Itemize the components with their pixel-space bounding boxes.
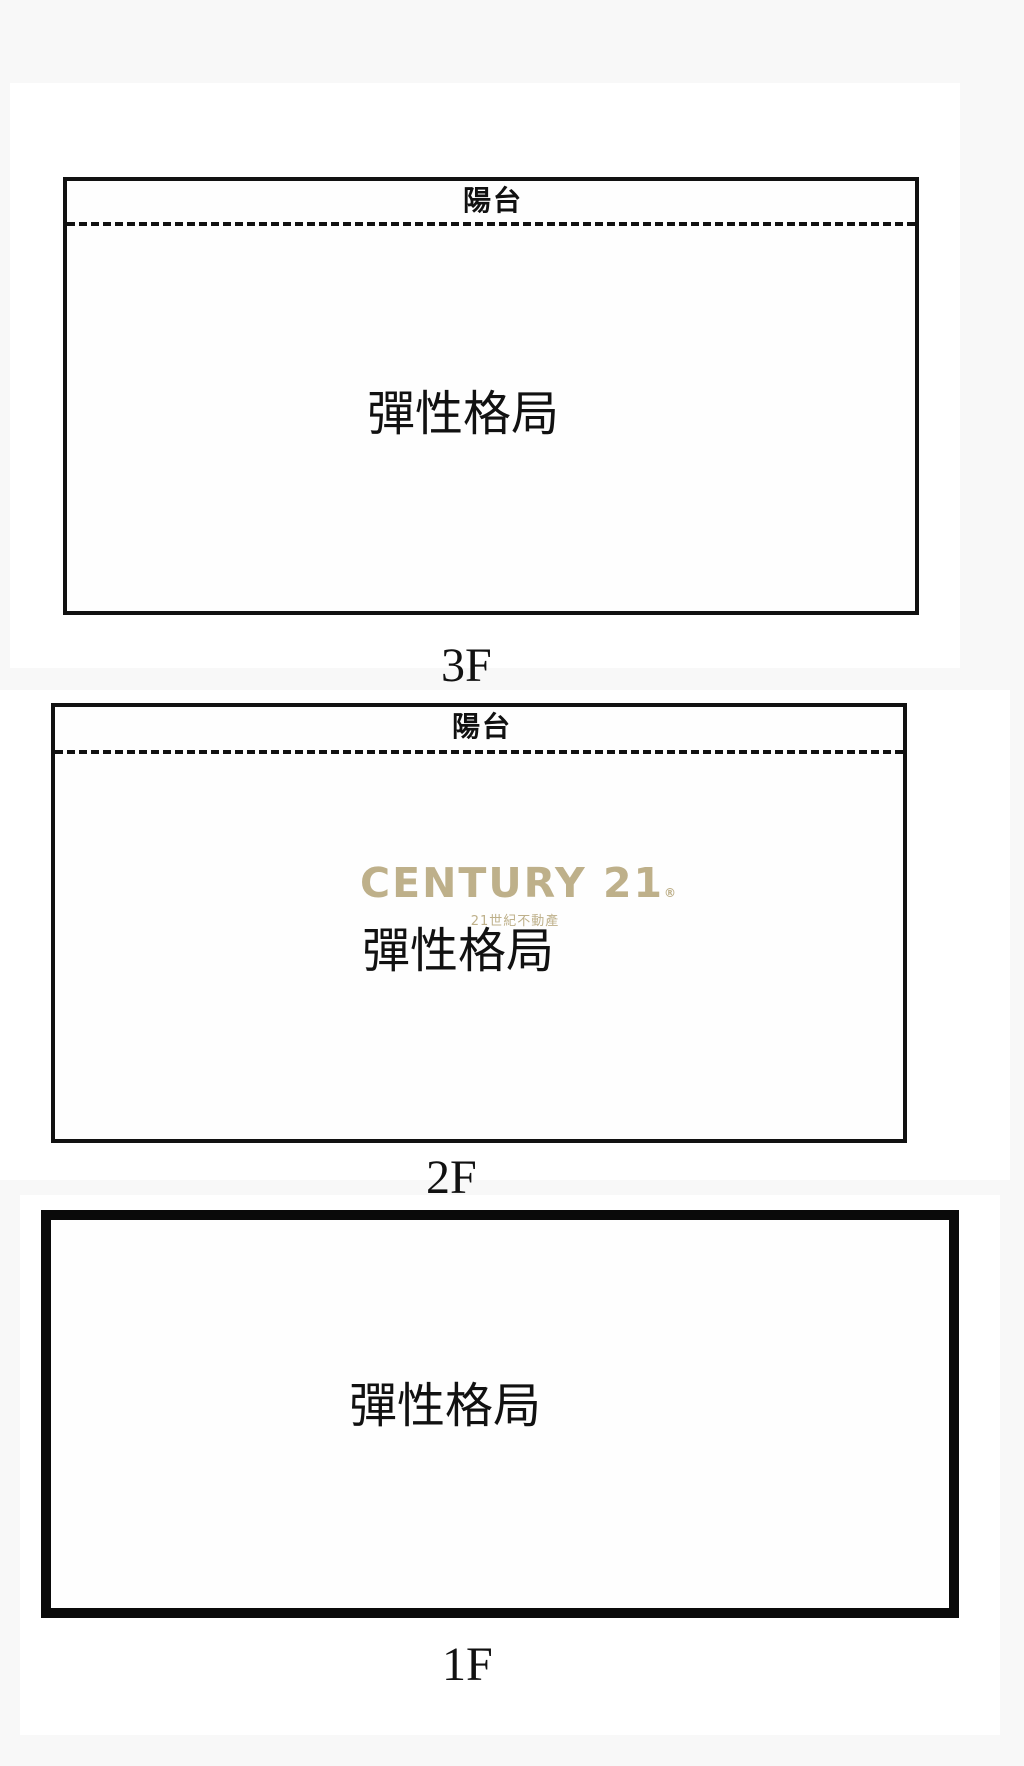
floor-label-3f: 3F (441, 639, 492, 692)
floor-plan-3f: 陽台 彈性格局 (63, 177, 919, 615)
balcony-divider-3f (67, 222, 915, 226)
balcony-divider-2f (55, 750, 903, 754)
layout-label-2f: 彈性格局 (362, 923, 555, 979)
balcony-label-3f: 陽台 (463, 184, 524, 217)
floor-label-2f: 2F (426, 1151, 477, 1204)
layout-label-1f: 彈性格局 (349, 1378, 542, 1434)
balcony-label-2f: 陽台 (452, 710, 513, 743)
layout-label-3f: 彈性格局 (367, 386, 560, 442)
floor-label-1f: 1F (442, 1638, 493, 1691)
floor-plan-2f: 陽台 彈性格局 (51, 703, 907, 1143)
floor-plan-1f: 彈性格局 (41, 1210, 959, 1618)
